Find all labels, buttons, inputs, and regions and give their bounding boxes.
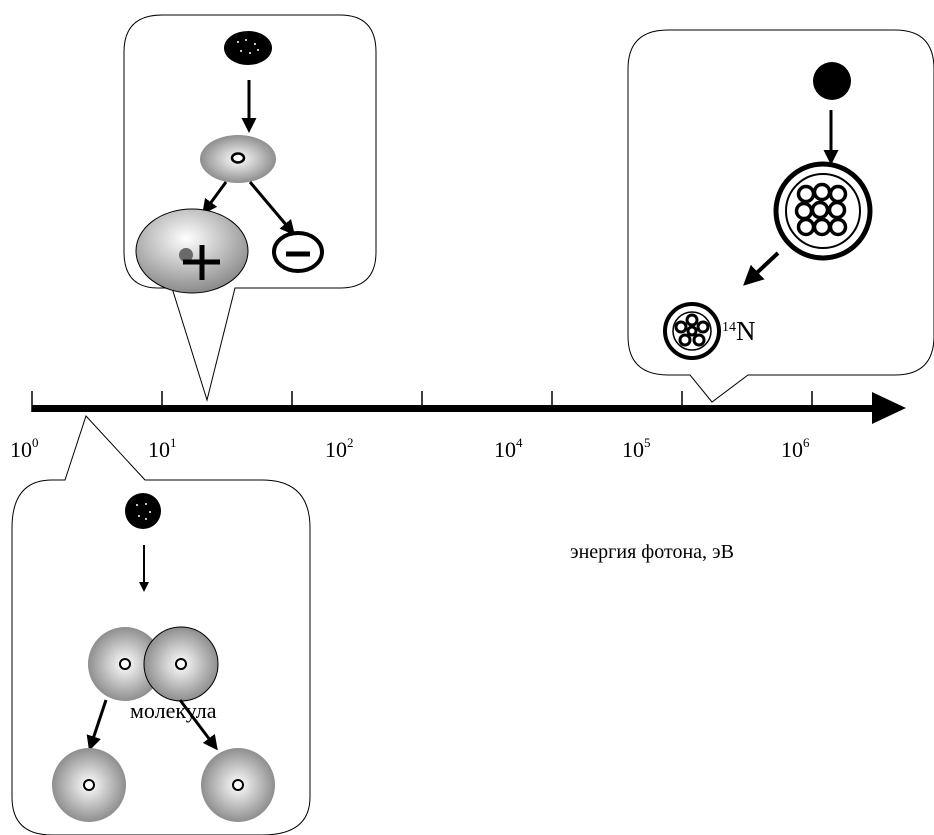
tick-label-10-1: 101 bbox=[148, 435, 177, 462]
energy-axis-arrowhead-icon bbox=[872, 392, 906, 424]
molecule-photon-speckles-icon bbox=[136, 503, 151, 520]
electron-arrow-icon bbox=[248, 181, 295, 236]
ionization-callout bbox=[123, 14, 377, 402]
photon-speckles-icon bbox=[237, 39, 259, 54]
ion-arrow-icon bbox=[202, 181, 228, 215]
tick-label-10-0: 100 bbox=[10, 435, 39, 462]
ionization-callout-frame bbox=[123, 14, 377, 402]
heavy-nucleus-icon bbox=[773, 161, 873, 261]
fragment-right-arrow-icon bbox=[178, 699, 218, 751]
gamma-photon-icon bbox=[813, 62, 851, 100]
nitrogen-nucleus-icon bbox=[663, 302, 721, 360]
decay-arrow-icon bbox=[743, 251, 780, 286]
molecule-photon-icon bbox=[125, 493, 161, 529]
incoming-photon-icon bbox=[224, 31, 272, 65]
fragment-right-core-icon bbox=[232, 779, 244, 791]
molecule-label: молекула bbox=[130, 698, 217, 723]
nitrogen-symbol: N bbox=[736, 316, 756, 346]
atom-core-icon bbox=[230, 152, 246, 164]
tick-label-10-2: 102 bbox=[325, 435, 354, 462]
molecule-left-core-icon bbox=[119, 658, 131, 670]
positive-ion-icon bbox=[135, 208, 249, 294]
fragment-left-core-icon bbox=[83, 779, 95, 791]
energy-axis-line bbox=[32, 405, 877, 412]
fragment-left-arrow-icon bbox=[86, 699, 108, 751]
energy-axis: 100 101 102 104 105 106 энергия фотона, … bbox=[10, 391, 906, 563]
nitrogen-mass-number: 14 bbox=[722, 320, 736, 335]
nitrogen-label: 14N bbox=[722, 316, 756, 346]
tick-label-10-6: 106 bbox=[781, 435, 810, 462]
tick-label-10-5: 105 bbox=[622, 435, 651, 462]
molecule-right-core-icon bbox=[175, 658, 187, 670]
molecule-callout: молекула bbox=[11, 415, 311, 835]
axis-title: энергия фотона, эВ bbox=[570, 541, 734, 563]
nuclear-callout: 14N bbox=[627, 29, 934, 403]
plus-sign-icon bbox=[183, 245, 220, 280]
tick-label-10-4: 104 bbox=[494, 435, 523, 462]
ion-core-icon bbox=[179, 248, 193, 262]
